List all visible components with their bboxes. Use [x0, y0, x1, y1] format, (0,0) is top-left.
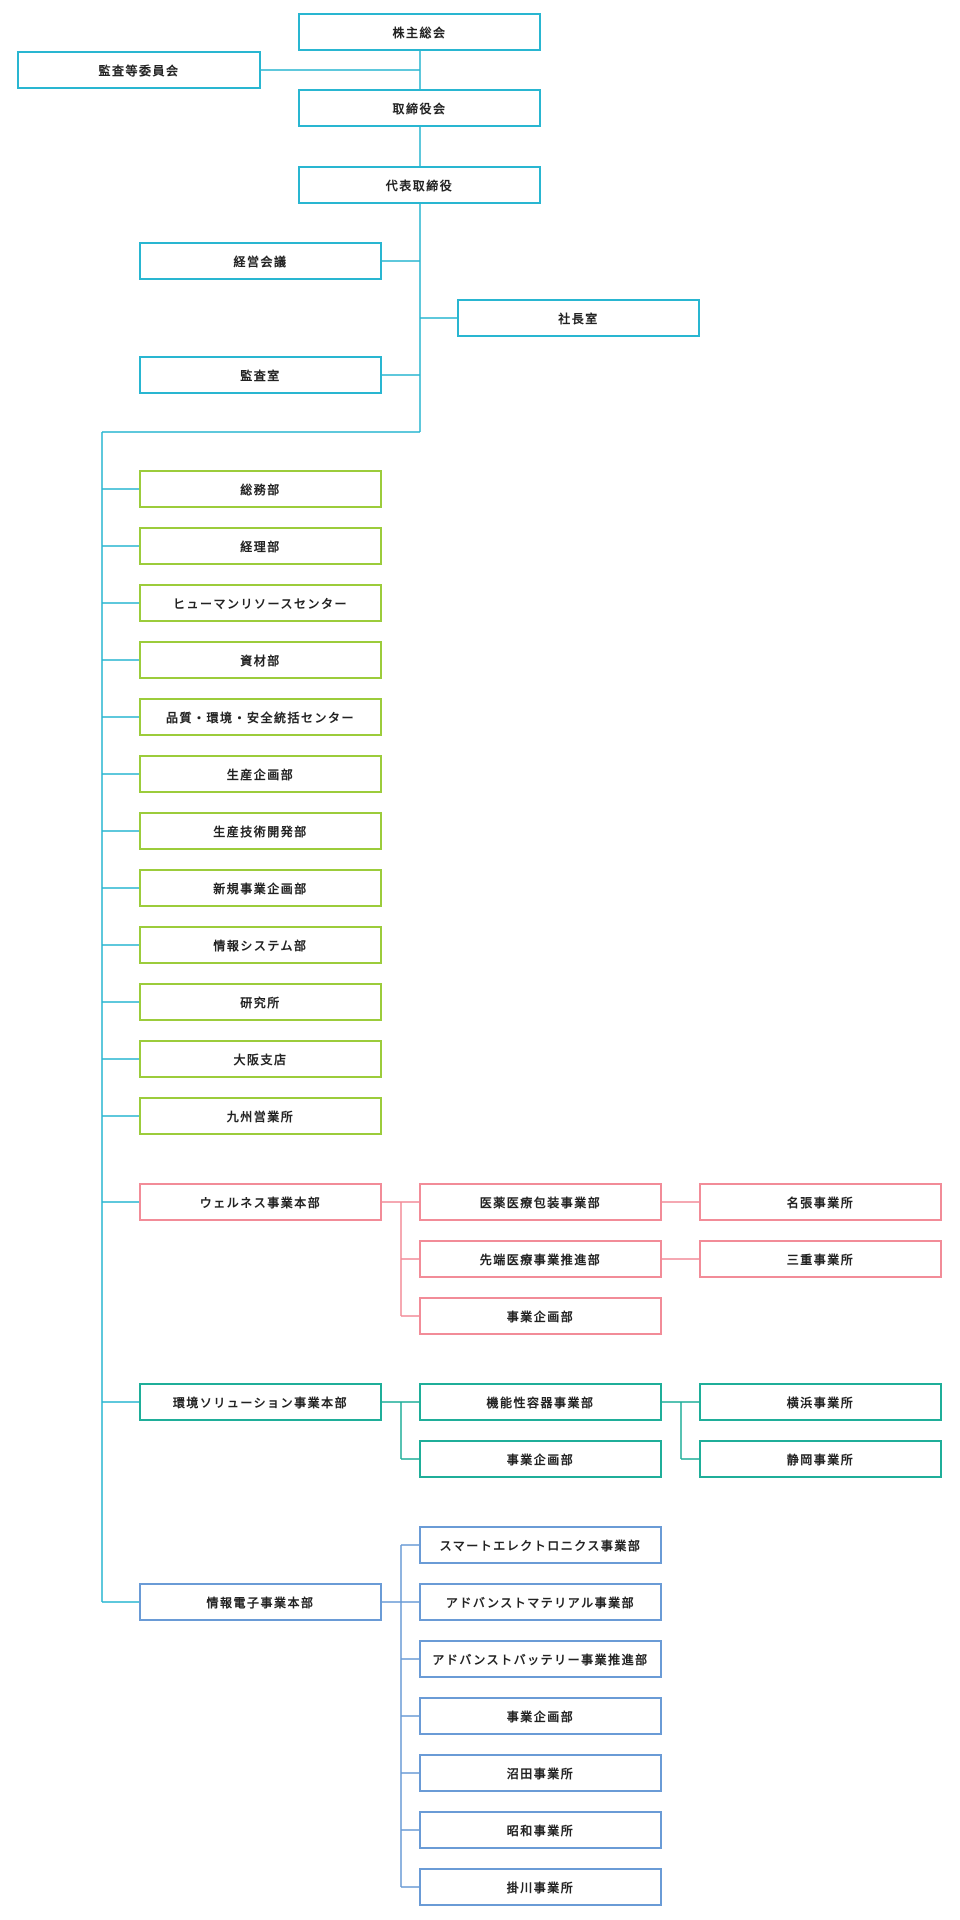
department-box: ヒューマンリソースセンター [139, 584, 382, 622]
wellness-unit-box: 医薬医療包装事業部 [419, 1183, 662, 1221]
department-box: 研究所 [139, 983, 382, 1021]
electronics-unit-box: アドバンストバッテリー事業推進部 [419, 1640, 662, 1678]
electronics-division-head-box: 情報電子事業本部 [139, 1583, 382, 1621]
environment-unit-box: 事業企画部 [419, 1440, 662, 1478]
environment-division-head-box: 環境ソリューション事業本部 [139, 1383, 382, 1421]
department-box: 経理部 [139, 527, 382, 565]
representative-director-box: 代表取締役 [298, 166, 541, 204]
environment-unit-box: 機能性容器事業部 [419, 1383, 662, 1421]
audit-committee-box: 監査等委員会 [17, 51, 261, 89]
wellness-division-head-box: ウェルネス事業本部 [139, 1183, 382, 1221]
department-box: 新規事業企画部 [139, 869, 382, 907]
electronics-unit-box: 事業企画部 [419, 1697, 662, 1735]
environment-site-box: 横浜事業所 [699, 1383, 942, 1421]
wellness-site-box: 名張事業所 [699, 1183, 942, 1221]
president-office-box: 社長室 [457, 299, 700, 337]
department-box: 情報システム部 [139, 926, 382, 964]
electronics-unit-box: スマートエレクトロニクス事業部 [419, 1526, 662, 1564]
department-box: 品質・環境・安全統括センター [139, 698, 382, 736]
electronics-unit-box: 掛川事業所 [419, 1868, 662, 1906]
electronics-unit-box: アドバンストマテリアル事業部 [419, 1583, 662, 1621]
wellness-site-box: 三重事業所 [699, 1240, 942, 1278]
department-box: 生産企画部 [139, 755, 382, 793]
audit-office-box: 監査室 [139, 356, 382, 394]
department-box: 九州営業所 [139, 1097, 382, 1135]
management-meeting-box: 経営会議 [139, 242, 382, 280]
environment-site-box: 静岡事業所 [699, 1440, 942, 1478]
electronics-unit-box: 昭和事業所 [419, 1811, 662, 1849]
shareholders-meeting-box: 株主総会 [298, 13, 541, 51]
department-box: 大阪支店 [139, 1040, 382, 1078]
department-box: 総務部 [139, 470, 382, 508]
department-box: 資材部 [139, 641, 382, 679]
board-of-directors-box: 取締役会 [298, 89, 541, 127]
department-box: 生産技術開発部 [139, 812, 382, 850]
electronics-unit-box: 沼田事業所 [419, 1754, 662, 1792]
wellness-unit-box: 事業企画部 [419, 1297, 662, 1335]
wellness-unit-box: 先端医療事業推進部 [419, 1240, 662, 1278]
